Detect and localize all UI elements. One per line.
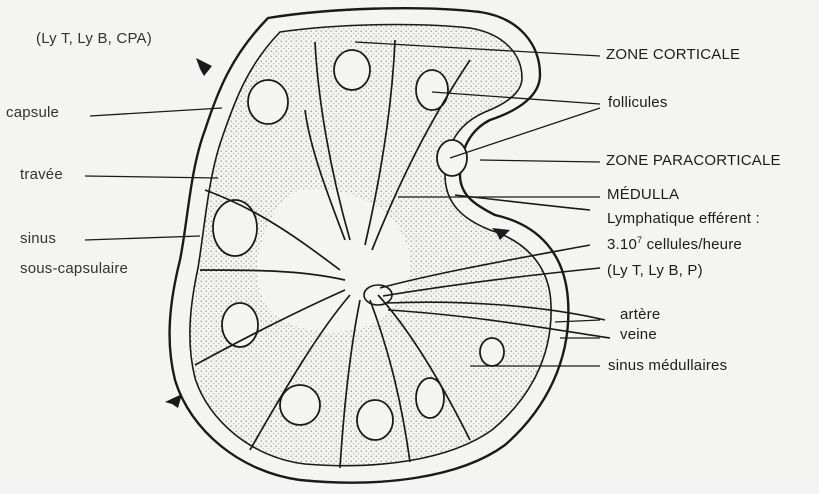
sinus-label: sinus: [20, 230, 56, 248]
follicle: [480, 338, 504, 366]
follicle: [357, 400, 393, 440]
follicle: [248, 80, 288, 124]
zone-paracorticale-label: ZONE PARACORTICALE: [606, 152, 781, 170]
afferent-arrow-icon: [165, 394, 182, 408]
lymphatique-efferent-label: Lymphatique efférent :: [607, 210, 760, 228]
follicules-label: follicules: [608, 94, 668, 112]
travee-label: travée: [20, 166, 63, 184]
artere-label: artère: [620, 306, 660, 324]
sinus-medullaires-label: sinus médullaires: [608, 357, 727, 375]
efferent-cells-label: (Ly T, Ly B, P): [607, 262, 703, 280]
capsule-label: capsule: [6, 104, 59, 122]
sous-capsulaire-label: sous-capsulaire: [20, 260, 128, 278]
cell-rate-prefix: 3.10: [607, 236, 637, 253]
follicle: [213, 200, 257, 256]
medulla-label: MÉDULLA: [607, 186, 679, 204]
cell-rate-label: 3.107 cellules/heure: [607, 236, 742, 254]
follicle: [334, 50, 370, 90]
cell-rate-suffix: cellules/heure: [642, 236, 742, 253]
follicle: [280, 385, 320, 425]
veine-label: veine: [620, 326, 657, 344]
top-left-cells-label: (Ly T, Ly B, CPA): [36, 30, 152, 48]
afferent-arrow-icon: [196, 58, 212, 76]
zone-corticale-label: ZONE CORTICALE: [606, 46, 740, 64]
